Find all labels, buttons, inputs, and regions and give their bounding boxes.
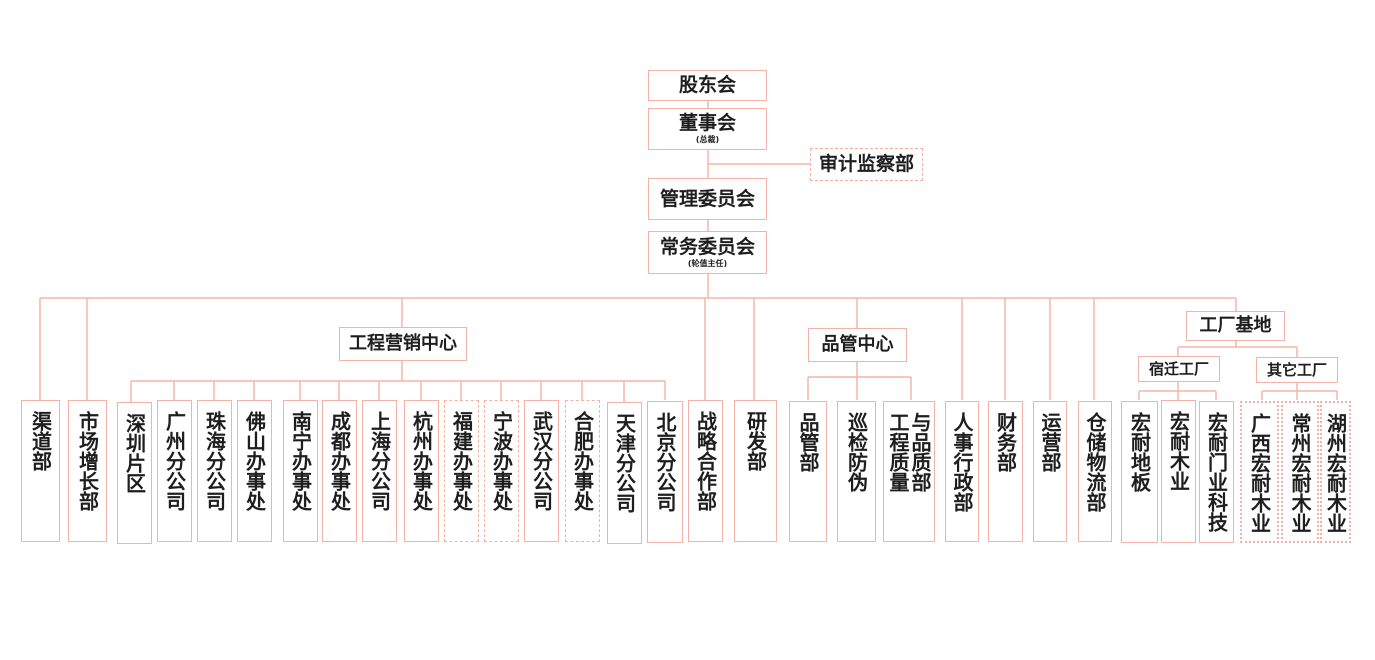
dept-hangzhou[interactable]: 杭州办事处 (404, 400, 439, 542)
dept-tianjin[interactable]: 天津分公司 (607, 402, 642, 544)
dept-label: 仓储物流部 (1083, 412, 1107, 512)
dept-label: 市场增长部 (75, 411, 100, 511)
factory-base-label: 工厂基地 (1199, 315, 1272, 337)
standing-note: (轮值主任) (687, 258, 728, 268)
audit-box[interactable]: 审计监察部 (810, 148, 923, 181)
board-note: (总裁) (695, 135, 720, 145)
board-label: 董事会 (678, 112, 736, 135)
standing-box[interactable]: 常务委员会 (轮值主任) (648, 231, 767, 274)
dept-market-growth[interactable]: 市场增长部 (68, 400, 107, 542)
dept-label: 南宁办事处 (288, 411, 313, 511)
dept-label: 财务部 (993, 412, 1018, 472)
quality-center-label: 品管中心 (821, 334, 894, 356)
quality-center-box[interactable]: 品管中心 (808, 328, 907, 362)
board-box[interactable]: 董事会 (总裁) (648, 108, 767, 150)
dept-label: 宁波办事处 (489, 411, 514, 511)
dept-wuhan[interactable]: 武汉分公司 (524, 400, 559, 542)
dept-shenzhen[interactable]: 深圳片区 (117, 402, 152, 544)
dept-label: 佛山办事处 (242, 411, 267, 511)
dept-label: 研发部 (743, 411, 768, 471)
dept-label: 北京分公司 (653, 412, 677, 512)
standing-label: 常务委员会 (659, 235, 755, 258)
suqian-factory-label: 宿迁工厂 (1148, 359, 1209, 378)
other-factory-label: 其它工厂 (1266, 360, 1327, 379)
dept-label: 武汉分公司 (529, 411, 554, 511)
dept-label: 渠道部 (28, 411, 53, 471)
marketing-center-label: 工程营销中心 (349, 333, 457, 355)
dept-floor[interactable]: 宏耐地板 (1121, 401, 1158, 543)
dept-channel[interactable]: 渠道部 (21, 400, 60, 542)
dept-zhuhai[interactable]: 珠海分公司 (197, 400, 232, 542)
dept-label-col1: 工程质量 (886, 412, 910, 492)
dept-label: 巡检防伪 (844, 412, 869, 492)
dept-label: 湖州宏耐木业 (1323, 413, 1348, 533)
dept-door[interactable]: 宏耐门业科技 (1199, 401, 1234, 543)
dept-fujian[interactable]: 福建办事处 (444, 400, 479, 542)
factory-base-box[interactable]: 工厂基地 (1186, 311, 1285, 341)
dept-guangzhou[interactable]: 广州分公司 (157, 400, 192, 542)
management-box[interactable]: 管理委员会 (648, 178, 767, 220)
dept-label-col2: 与品质部 (908, 412, 932, 492)
dept-foshan[interactable]: 佛山办事处 (237, 400, 272, 542)
dept-label: 战略合作部 (693, 411, 718, 511)
dept-shanghai[interactable]: 上海分公司 (362, 400, 397, 542)
dept-inspection[interactable]: 巡检防伪 (837, 401, 876, 542)
dept-eng-quality[interactable]: 工程质量 与品质部 (883, 401, 935, 542)
dept-label: 深圳片区 (122, 413, 147, 493)
dept-huzhou[interactable]: 湖州宏耐木业 (1320, 401, 1351, 543)
dept-ningbo[interactable]: 宁波办事处 (484, 400, 519, 542)
marketing-center-box[interactable]: 工程营销中心 (339, 327, 467, 361)
dept-changzhou[interactable]: 常州宏耐木业 (1281, 401, 1319, 543)
dept-rnd[interactable]: 研发部 (734, 400, 777, 542)
dept-label: 福建办事处 (449, 411, 474, 511)
dept-label: 宏耐木业 (1166, 411, 1191, 491)
dept-hr[interactable]: 人事行政部 (945, 401, 979, 542)
dept-label: 宏耐门业科技 (1204, 412, 1229, 532)
dept-operations[interactable]: 运营部 (1033, 401, 1067, 542)
dept-label: 上海分公司 (367, 411, 392, 511)
dept-label: 运营部 (1038, 412, 1062, 472)
dept-strategy[interactable]: 战略合作部 (688, 400, 723, 542)
dept-label: 杭州办事处 (409, 411, 434, 511)
dept-label: 成都办事处 (327, 411, 352, 511)
dept-label: 广西宏耐木业 (1247, 413, 1272, 533)
dept-label: 珠海分公司 (202, 411, 227, 511)
audit-label: 审计监察部 (818, 153, 914, 176)
dept-finance[interactable]: 财务部 (988, 401, 1023, 542)
suqian-factory-box[interactable]: 宿迁工厂 (1138, 356, 1220, 382)
dept-label: 人事行政部 (950, 412, 974, 512)
dept-chengdu[interactable]: 成都办事处 (322, 400, 357, 542)
shareholders-box[interactable]: 股东会 (648, 70, 767, 101)
shareholders-label: 股东会 (678, 74, 736, 97)
dept-label: 常州宏耐木业 (1288, 413, 1312, 533)
dept-label: 品管部 (796, 412, 820, 472)
dept-label: 合肥办事处 (570, 411, 595, 511)
dept-hefei[interactable]: 合肥办事处 (565, 400, 600, 542)
dept-nanning[interactable]: 南宁办事处 (283, 400, 318, 542)
dept-wood[interactable]: 宏耐木业 (1161, 400, 1196, 543)
other-factory-box[interactable]: 其它工厂 (1256, 357, 1338, 383)
dept-logistics[interactable]: 仓储物流部 (1078, 401, 1112, 542)
management-label: 管理委员会 (659, 187, 755, 210)
dept-label: 广州分公司 (162, 411, 187, 511)
dept-guangxi[interactable]: 广西宏耐木业 (1240, 401, 1279, 543)
dept-beijing[interactable]: 北京分公司 (647, 401, 683, 543)
dept-qc[interactable]: 品管部 (789, 401, 827, 542)
dept-label: 宏耐地板 (1127, 412, 1152, 492)
dept-label: 天津分公司 (612, 413, 637, 513)
